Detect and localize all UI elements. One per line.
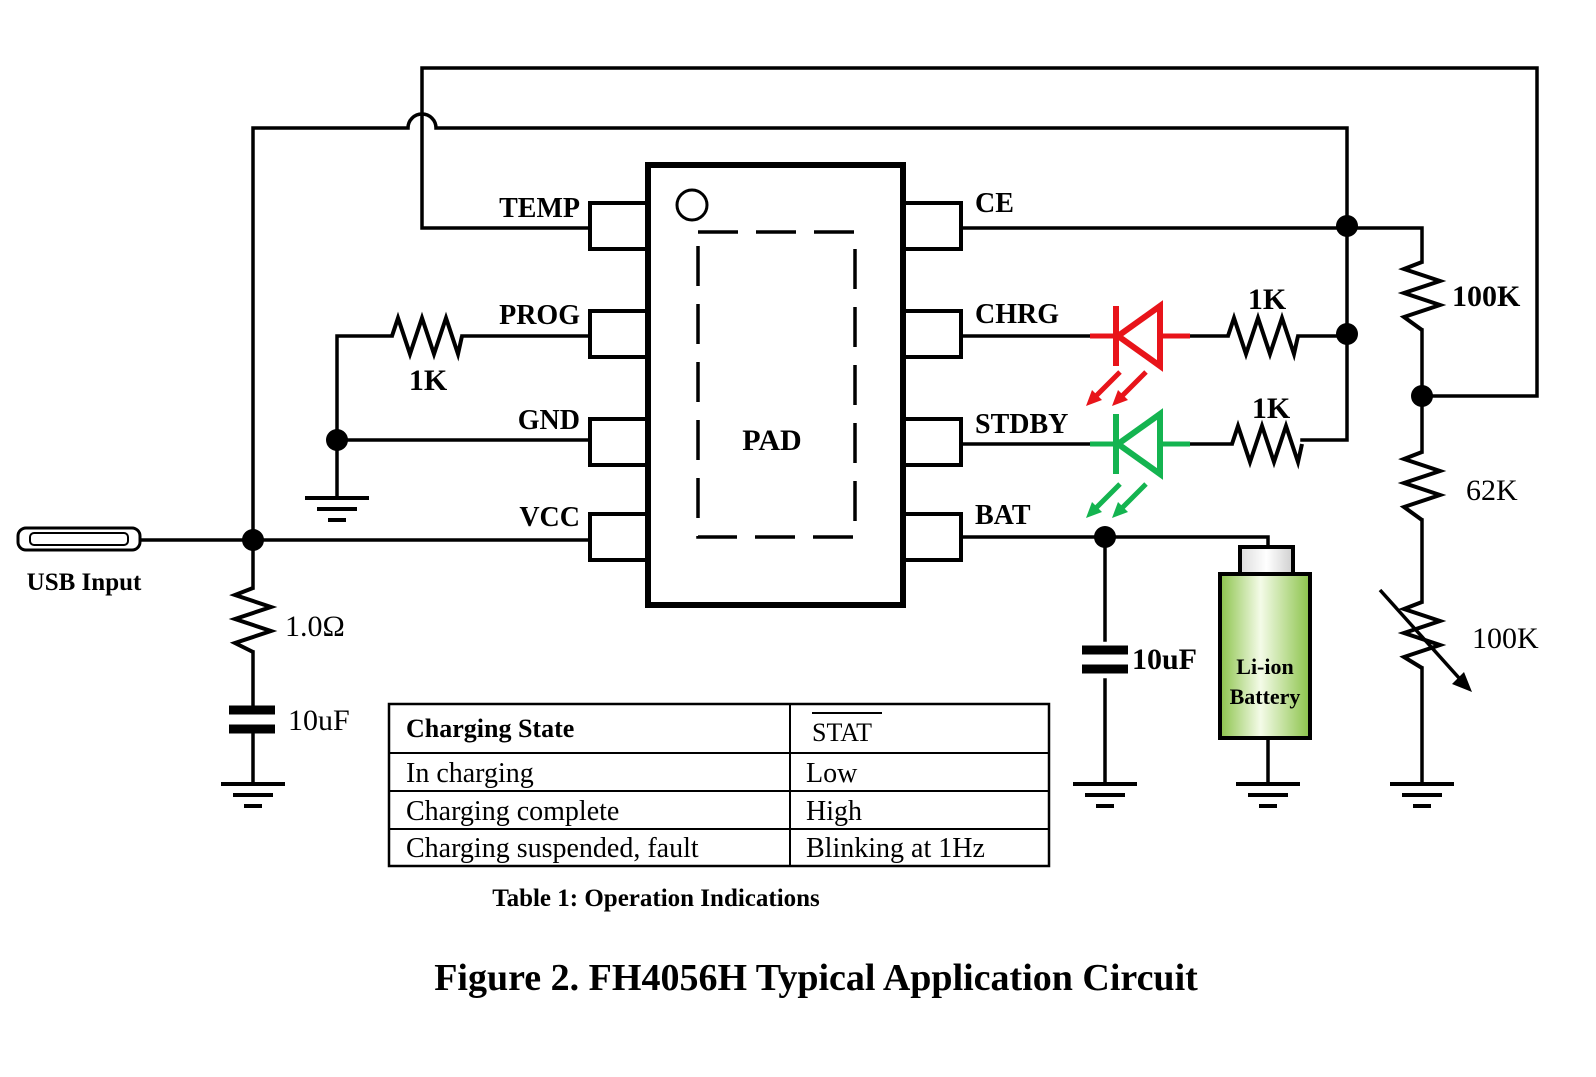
battery-label-line1: Li-ion	[1236, 654, 1293, 679]
table-header-state: Charging State	[406, 714, 574, 743]
resistor-vcc	[228, 586, 278, 654]
resistor-prog-label: 1K	[409, 364, 448, 397]
exposed-pad-outline	[696, 230, 857, 539]
capacitor-vcc	[229, 705, 275, 734]
pin-label-chrg: CHRG	[975, 299, 1059, 330]
capacitor-bat-label: 10uF	[1132, 643, 1197, 676]
ground-symbol-vcc	[221, 782, 285, 808]
table-cell-stat-2: Blinking at 1Hz	[806, 833, 985, 864]
pin1-marker	[675, 188, 709, 222]
figure-title: Figure 2. FH4056H Typical Application Ci…	[434, 957, 1198, 999]
pin-label-gnd: GND	[518, 405, 580, 436]
table-cell-state-2: Charging suspended, fault	[406, 833, 699, 864]
pin-label-temp: TEMP	[499, 193, 580, 224]
table-header-stat: STAT	[812, 718, 872, 747]
table-cell-stat-0: Low	[806, 758, 858, 789]
resistor-chrg	[1226, 311, 1300, 362]
resistor-stdby-label: 1K	[1252, 392, 1291, 425]
resistor-divider-mid	[1397, 450, 1447, 522]
ground-symbol-divider	[1390, 782, 1454, 808]
li-ion-battery	[1218, 545, 1312, 740]
led-chrg	[1086, 300, 1190, 406]
ic-pins	[588, 201, 963, 562]
led-stdby	[1086, 408, 1190, 518]
pin-label-ce: CE	[975, 188, 1014, 219]
pin-label-vcc: VCC	[519, 502, 580, 533]
capacitor-bat	[1082, 645, 1128, 674]
pin-label-bat: BAT	[975, 500, 1031, 531]
junction-dots	[242, 215, 1433, 551]
resistor-stdby	[1230, 419, 1304, 470]
table-caption: Table 1: Operation Indications	[492, 885, 820, 912]
pad-label: PAD	[742, 424, 801, 457]
capacitor-vcc-label: 10uF	[288, 704, 350, 737]
pin-label-prog: PROG	[499, 300, 580, 331]
resistor-vcc-label: 1.0Ω	[285, 610, 345, 643]
resistor-divider-top-label: 100K	[1452, 280, 1521, 313]
thermistor-label: 100K	[1472, 622, 1539, 655]
resistor-divider-mid-label: 62K	[1466, 474, 1518, 507]
usb-connector-icon	[16, 526, 142, 552]
resistor-chrg-label: 1K	[1248, 283, 1287, 316]
table-cell-state-0: In charging	[406, 758, 534, 789]
ground-symbol-battery	[1236, 782, 1300, 808]
thermistor	[1378, 588, 1472, 692]
table-cell-stat-1: High	[806, 796, 862, 827]
ic-chip: PAD	[588, 162, 963, 608]
battery-label-line2: Battery	[1230, 684, 1301, 709]
usb-input-label: USB Input	[27, 569, 142, 596]
table-cell-state-1: Charging complete	[406, 796, 619, 827]
operation-indications-table: Charging State STAT In charging Low Char…	[387, 702, 1051, 868]
ic-body	[645, 162, 906, 608]
pin-label-stdby: STDBY	[975, 409, 1068, 440]
resistor-divider-top	[1397, 260, 1447, 332]
ground-symbol-gnd	[305, 496, 369, 522]
ground-symbol-bat-cap	[1073, 782, 1137, 808]
resistor-prog	[390, 311, 464, 362]
